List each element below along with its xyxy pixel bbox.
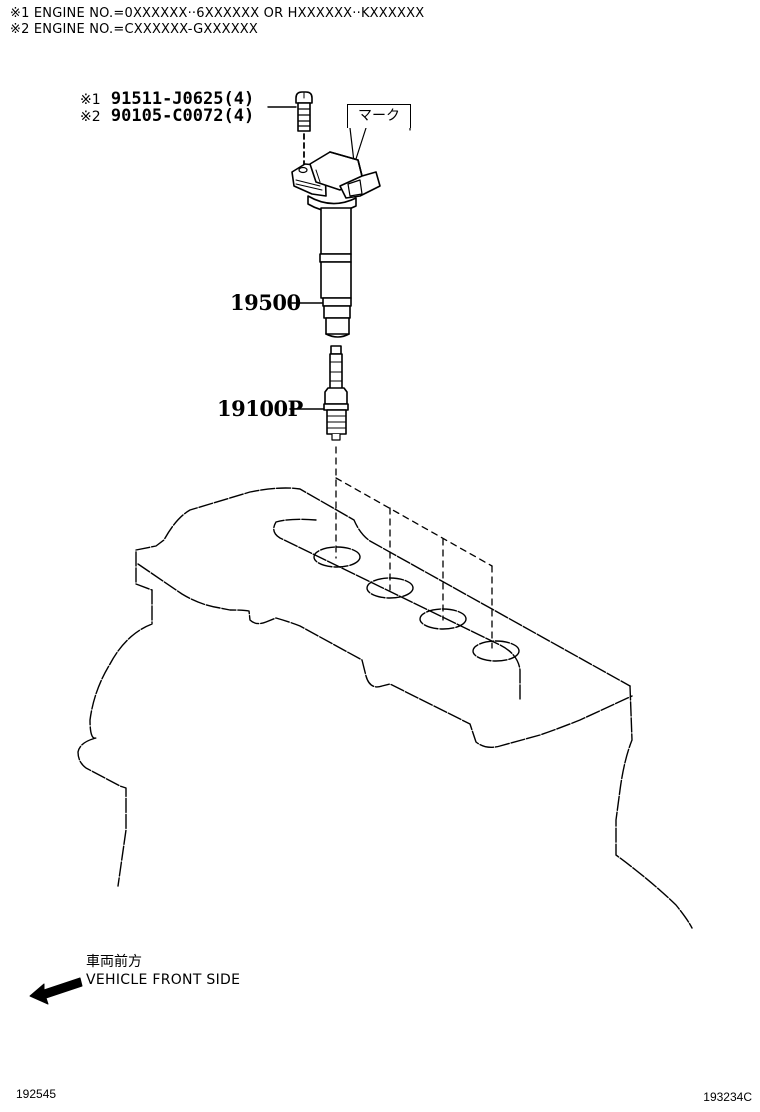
ignition-coil-icon [291,151,381,338]
mark-label: マーク [347,104,411,128]
vehicle-front-label-en: VEHICLE FRONT SIDE [86,972,241,988]
part-number-ignition-coil[interactable]: 19500 [230,290,301,315]
bolt-callout-2-marker: ※2 [80,109,101,125]
bolt-part-number-2[interactable]: 90105-C0072(4) [110,106,255,126]
bolt-icon [295,91,313,167]
engine-note-1: ※1 ENGINE NO.=0XXXXXX··6XXXXXX OR HXXXXX… [10,6,425,21]
bolt-part-number-1[interactable]: 91511-J0625(4) [110,89,255,109]
part-number-spark-plug[interactable]: 19100P [217,396,303,421]
engine-note-2: ※2 ENGINE NO.=CXXXXXX-GXXXXXX [10,22,259,37]
arrow-front-left-icon [29,977,83,1005]
bolt-callout-1: ※1 91511-J0625(4) [80,90,254,109]
bolt-callout-1-marker: ※1 [80,92,101,108]
alignment-lines [335,446,493,649]
vehicle-front-label-jp: 車両前方 [86,954,142,970]
illustration-code-right: 193234C [703,1090,752,1104]
engine-head-icon [77,487,693,929]
illustration-code-left: 192545 [16,1087,57,1101]
spark-plug-icon [323,345,349,441]
bolt-callout-2: ※2 90105-C0072(4) [80,107,254,126]
